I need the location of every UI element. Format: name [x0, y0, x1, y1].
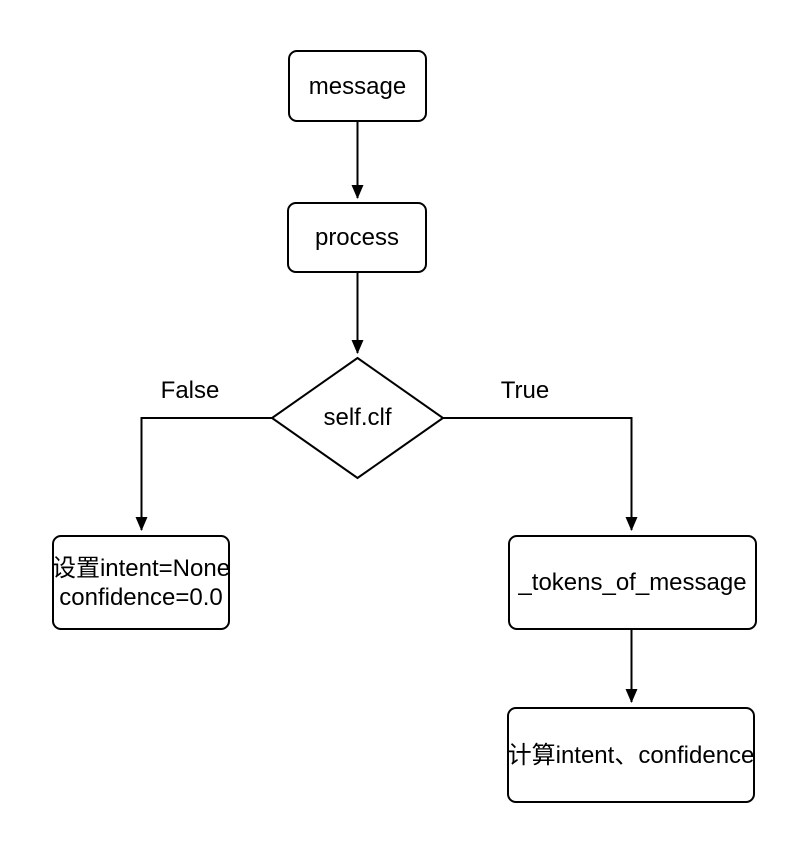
- node-set-intent-none-line2: confidence=0.0: [59, 583, 223, 611]
- node-message: message: [288, 50, 427, 122]
- edge-label-false: False: [160, 377, 220, 404]
- node-tokens-of-message: _tokens_of_message: [508, 535, 757, 630]
- node-set-intent-none-line1: 设置intent=None: [51, 554, 231, 582]
- node-compute-intent-confidence: 计算intent、confidence: [507, 707, 755, 803]
- node-set-intent-none: 设置intent=None confidence=0.0: [52, 535, 230, 630]
- node-decision-label: self.clf: [323, 404, 392, 431]
- node-message-label: message: [308, 72, 407, 100]
- node-process-label: process: [314, 224, 400, 251]
- connector-decision-false-branch: [135, 417, 272, 531]
- node-process: process: [287, 202, 427, 273]
- connector-decision-true-branch: [443, 417, 638, 531]
- edge-label-true: True: [500, 377, 550, 404]
- node-compute-intent-confidence-label: 计算intent、confidence: [507, 741, 755, 769]
- node-tokens-of-message-label: _tokens_of_message: [518, 569, 747, 596]
- decision-diamond-shape: [270, 356, 445, 480]
